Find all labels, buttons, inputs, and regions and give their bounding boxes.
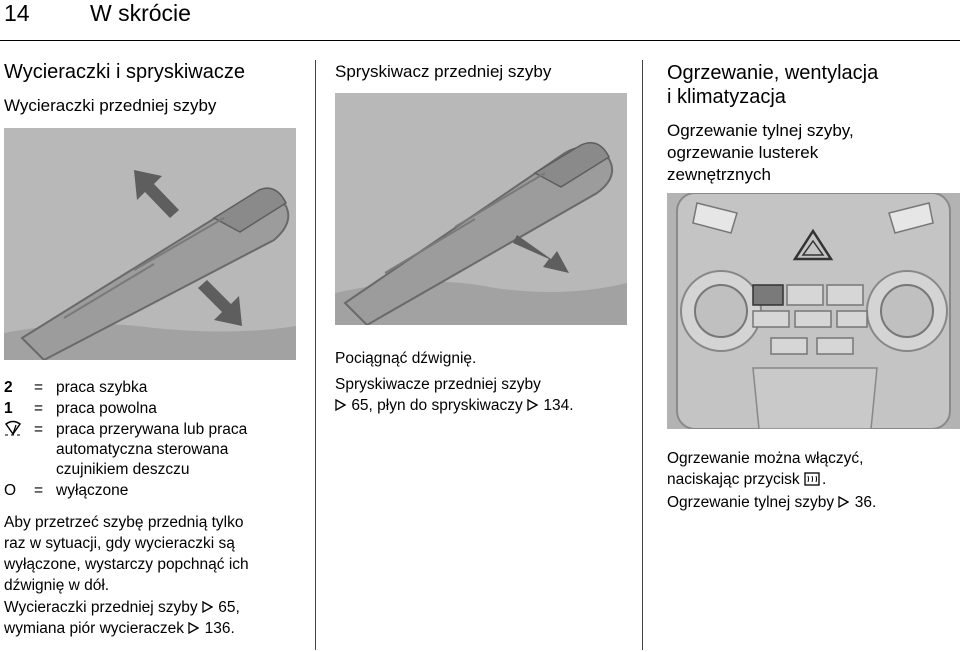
wiper-reference-paragraph: Wycieraczki przedniej szyby 65, wymiana … [4, 597, 309, 639]
washer-reference-paragraph: Spryskiwacze przedniej szyby 65, płyn do… [335, 374, 635, 416]
header-rule [0, 40, 960, 41]
wiper-lever-illustration [4, 128, 296, 360]
section-title-line: i klimatyzacja [667, 86, 786, 108]
subsection-title-front-wipers: Wycieraczki przedniej szyby [4, 96, 217, 115]
climate-control-panel-illustration [667, 193, 960, 429]
section-title-climate: Ogrzewanie, wentylacja i klimatyzacja [667, 61, 878, 109]
legend-eq: = [34, 400, 44, 417]
legend-symbol-slow: 1 [4, 400, 13, 417]
paragraph-line: 65, płyn do spryskiwaczy 134. [335, 395, 635, 416]
legend-text-interval-line: praca przerywana lub praca [56, 421, 248, 438]
paragraph-line: naciskając przycisk . [667, 469, 957, 492]
legend-row-off: O = wyłączone [4, 481, 304, 501]
paragraph-line: Spryskiwacze przedniej szyby [335, 376, 541, 393]
column-divider-2 [642, 60, 643, 650]
legend-text-off: wyłączone [56, 482, 129, 499]
legend-eq: = [34, 421, 44, 438]
page-ref-arrow-icon [188, 618, 200, 639]
page-header: 14 W skrócie [0, 0, 960, 44]
legend-row-fast: 2 = praca szybka [4, 378, 304, 398]
rear-window-heating-button-icon [804, 471, 822, 492]
paragraph-line: dźwignię w dół. [4, 577, 110, 594]
legend-row-interval: = praca przerywana lub praca automatyczn… [4, 420, 304, 482]
washer-lever-illustration [335, 93, 627, 325]
page-number: 14 [4, 0, 30, 26]
reference-page[interactable]: 65, [218, 599, 240, 616]
reference-page[interactable]: 36. [854, 494, 877, 511]
legend-text-interval-line: czujnikiem deszczu [56, 461, 190, 478]
subsection-title-line: Ogrzewanie tylnej szyby, [667, 121, 854, 140]
legend-text-fast: praca szybka [56, 379, 148, 396]
reference-text[interactable]: 65, płyn do spryskiwaczy [351, 397, 523, 414]
page-ref-arrow-icon [335, 395, 347, 416]
column-divider-1 [315, 60, 316, 650]
legend-row-slow: 1 = praca powolna [4, 399, 304, 419]
paragraph-line: Ogrzewanie można włączyć, [667, 450, 864, 467]
reference-text: Ogrzewanie tylnej szyby [667, 494, 835, 511]
subsection-title-washer: Spryskiwacz przedniej szyby [335, 62, 552, 81]
legend-text-interval-line: automatyczna sterowana [56, 441, 229, 458]
paragraph-line: Aby przetrzeć szybę przednią tylko [4, 514, 244, 531]
legend-text-interval: praca przerywana lub praca automatyczna … [56, 420, 301, 480]
section-title-line: Ogrzewanie, wentylacja [667, 62, 879, 84]
heating-instruction-paragraph: Ogrzewanie można włączyć, naciskając prz… [667, 448, 957, 492]
instruction-period: . [821, 471, 827, 488]
legend-eq: = [34, 482, 44, 499]
subsection-title-line: ogrzewanie lusterek [667, 143, 819, 162]
single-wipe-paragraph: Aby przetrzeć szybę przednią tylko raz w… [4, 512, 304, 596]
paragraph-line: raz w sytuacji, gdy wycieraczki są [4, 535, 235, 552]
pull-lever-paragraph: Pociągnąć dźwignię. [335, 350, 477, 367]
interval-wiper-icon [4, 420, 26, 442]
page-ref-arrow-icon [527, 395, 539, 416]
instruction-text: naciskając przycisk [667, 471, 800, 488]
subsection-title-line: zewnętrznych [667, 165, 771, 184]
section-title-wipers: Wycieraczki i spryskiwacze [4, 61, 245, 83]
reference-text: wymiana piór wycieraczek [4, 620, 185, 637]
paragraph-line: wymiana piór wycieraczek 136. [4, 618, 309, 639]
legend-eq: = [34, 379, 44, 396]
legend-symbol-fast: 2 [4, 379, 13, 396]
reference-page[interactable]: 136. [204, 620, 235, 637]
chapter-title: W skrócie [90, 0, 191, 26]
legend-text-slow: praca powolna [56, 400, 157, 417]
paragraph-line: Wycieraczki przedniej szyby 65, [4, 597, 309, 618]
legend-symbol-off: O [4, 482, 17, 499]
reference-page[interactable]: 134. [543, 397, 574, 414]
subsection-title-heating: Ogrzewanie tylnej szyby, ogrzewanie lust… [667, 120, 854, 186]
page-ref-arrow-icon [202, 597, 214, 618]
heating-reference-paragraph: Ogrzewanie tylnej szyby 36. [667, 492, 957, 513]
paragraph-line: wyłączone, wystarczy popchnąć ich [4, 556, 249, 573]
reference-text: Wycieraczki przedniej szyby [4, 599, 198, 616]
page-ref-arrow-icon [838, 492, 850, 513]
